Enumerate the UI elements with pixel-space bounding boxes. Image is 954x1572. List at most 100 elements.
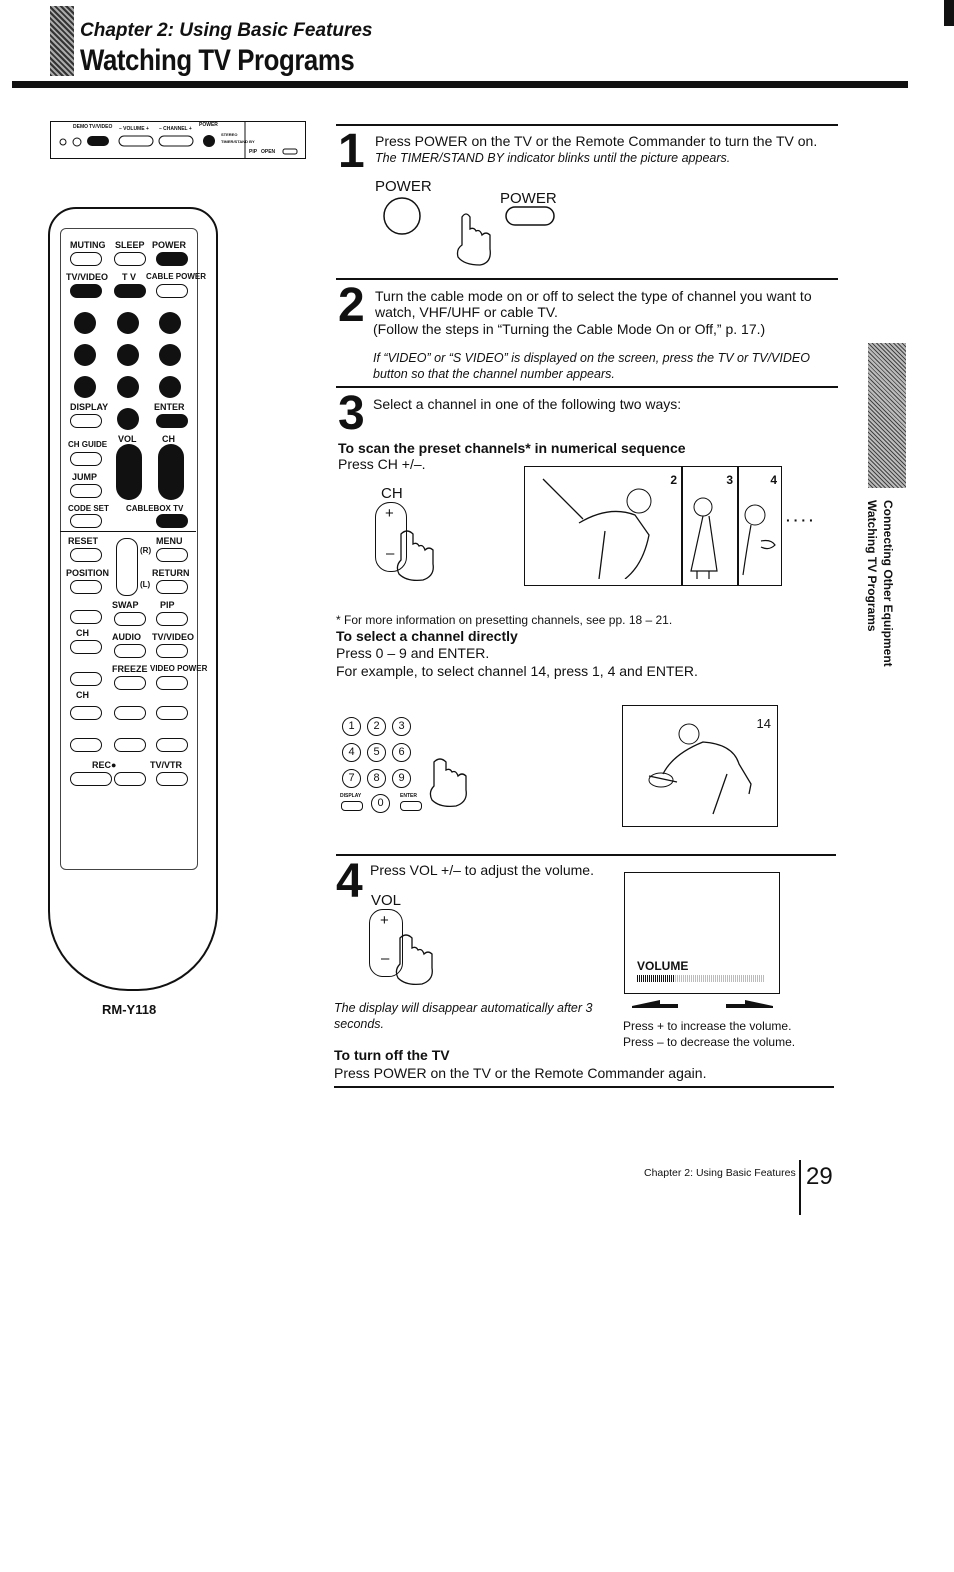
enter-button bbox=[156, 414, 188, 428]
volume-screen: VOLUME bbox=[624, 872, 780, 994]
pip-ch-minus-button bbox=[70, 640, 102, 654]
scan-heading: To scan the preset channels* in numerica… bbox=[338, 440, 686, 456]
step1-power-label-remote: POWER bbox=[500, 190, 557, 207]
panel-label-open: OPEN bbox=[261, 149, 276, 155]
step1-power-label-tv: POWER bbox=[375, 178, 432, 195]
remote-label-menu: MENU bbox=[156, 536, 183, 546]
volume-word: VOLUME bbox=[637, 959, 689, 973]
edge-tab-mark bbox=[944, 0, 954, 26]
panel-label-tvvideo: TV/VIDEO bbox=[89, 124, 113, 130]
volume-bar-fill bbox=[637, 975, 676, 982]
vol-minus-sign: – bbox=[381, 950, 390, 967]
step1-text: Press POWER on the TV or the Remote Comm… bbox=[375, 133, 818, 149]
remote-label-ch: CH bbox=[162, 434, 175, 444]
side-tab-text: Connecting Other Equipment Watching TV P… bbox=[864, 500, 896, 667]
step2-note2: button so that the channel number appear… bbox=[373, 367, 615, 381]
step4-number: 4 bbox=[336, 855, 363, 908]
ch-plus-sign: + bbox=[385, 505, 394, 522]
step1-number: 1 bbox=[338, 125, 365, 178]
number-key-9 bbox=[159, 376, 181, 398]
number-key-1 bbox=[74, 312, 96, 334]
panel-label-pip: PIP bbox=[249, 149, 258, 155]
channel-screen-3: 3 bbox=[682, 466, 738, 586]
keypad-key-0: 0 bbox=[371, 794, 390, 813]
channel-number-14: 14 bbox=[756, 716, 771, 731]
baseball-batter-illustration bbox=[542, 478, 652, 579]
keypad-enter-label: ENTER bbox=[400, 793, 417, 799]
keypad-key-1: 1 bbox=[342, 717, 361, 736]
ch-label-scan: CH bbox=[381, 485, 403, 502]
fast-forward-button bbox=[156, 738, 188, 752]
step3-rule bbox=[336, 386, 838, 388]
remote-button-area bbox=[60, 228, 198, 870]
keypad-enter-button bbox=[400, 801, 422, 811]
joystick-button bbox=[116, 538, 138, 596]
tvvideo-button bbox=[70, 284, 102, 298]
keypad-key-9: 9 bbox=[392, 769, 411, 788]
football-player-illustration bbox=[648, 723, 752, 815]
direct-example: For example, to select channel 14, press… bbox=[336, 663, 698, 679]
step1-rule bbox=[336, 124, 838, 126]
audio-button bbox=[114, 644, 146, 658]
keypad-display-button bbox=[341, 801, 363, 811]
step2-rule bbox=[336, 278, 838, 280]
menu-button bbox=[156, 548, 188, 562]
codeset-button bbox=[70, 514, 102, 528]
step4-rule bbox=[336, 854, 836, 856]
remote-label-cablepower: CABLE POWER bbox=[146, 272, 206, 281]
remote-label-swap: SWAP bbox=[112, 600, 139, 610]
chguide-button bbox=[70, 452, 102, 466]
step4-text: Press VOL +/– to adjust the volume. bbox=[370, 862, 594, 878]
remote-label-muting: MUTING bbox=[70, 240, 106, 250]
play-button bbox=[114, 738, 146, 752]
remote-label-ch3: CH bbox=[76, 690, 89, 700]
jump-button bbox=[70, 484, 102, 498]
pip-tvvideo-button bbox=[156, 644, 188, 658]
reset-button bbox=[70, 548, 102, 562]
swap-button bbox=[114, 612, 146, 626]
remote-buttons: MUTING SLEEP POWER TV/VIDEO T V CABLE PO… bbox=[60, 228, 207, 848]
scan-text: Press CH +/–. bbox=[338, 456, 426, 472]
channel-number-4: 4 bbox=[770, 473, 777, 487]
flower-illustration bbox=[742, 504, 776, 576]
step2-line2: watch, VHF/UHF or cable TV. bbox=[375, 304, 558, 320]
number-key-5 bbox=[117, 344, 139, 366]
pause-button bbox=[156, 706, 188, 720]
bottom-rule bbox=[334, 1086, 834, 1088]
position-button bbox=[70, 580, 102, 594]
remote-label-r: (R) bbox=[140, 546, 152, 555]
chapter-marker bbox=[50, 6, 74, 76]
rewind-button bbox=[70, 738, 102, 752]
keypad-key-6: 6 bbox=[392, 743, 411, 762]
front-panel-drawing bbox=[59, 122, 298, 158]
disappear-note-2: seconds. bbox=[334, 1017, 385, 1031]
tv-button bbox=[114, 284, 146, 298]
step2-note1: If “VIDEO” or “S VIDEO” is displayed on … bbox=[373, 351, 810, 365]
side-tab-line2: Watching TV Programs bbox=[865, 500, 879, 632]
section-tab bbox=[868, 343, 906, 488]
remote-label-display: DISPLAY bbox=[70, 402, 109, 412]
page-number: 29 bbox=[806, 1163, 833, 1190]
vtr-ch-minus-button bbox=[70, 706, 102, 720]
ch-rocker bbox=[158, 444, 184, 500]
footer-chapter: Chapter 2: Using Basic Features bbox=[644, 1167, 796, 1179]
keypad-key-4: 4 bbox=[342, 743, 361, 762]
remote-label-tvvideo2: TV/VIDEO bbox=[152, 632, 195, 642]
ch-rocker-drawing: + – bbox=[375, 502, 407, 572]
step3-number: 3 bbox=[338, 387, 365, 440]
cablebox-tv-switch bbox=[156, 514, 188, 528]
return-button bbox=[156, 580, 188, 594]
remote-label-tv: T V bbox=[122, 272, 137, 282]
remote-label-chguide: CH GUIDE bbox=[68, 440, 108, 449]
video-power-button bbox=[156, 676, 188, 690]
remote-label-tvvtr: TV/VTR bbox=[150, 760, 183, 770]
pip-button bbox=[156, 612, 188, 626]
remote-label-audio: AUDIO bbox=[112, 632, 141, 642]
keypad-key-3: 3 bbox=[392, 717, 411, 736]
preset-footnote: * For more information on presetting cha… bbox=[336, 613, 673, 627]
panel-label-channel: – CHANNEL + bbox=[159, 126, 192, 132]
rec-button bbox=[70, 772, 112, 786]
ch-minus-sign: – bbox=[386, 545, 395, 562]
remote-label-codeset: CODE SET bbox=[68, 504, 109, 513]
